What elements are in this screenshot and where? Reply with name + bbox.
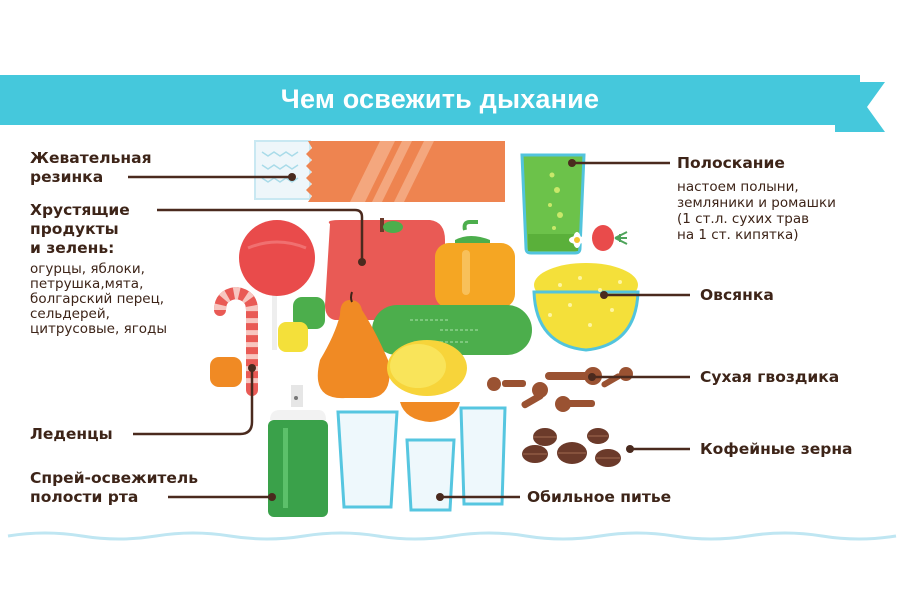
label-cloves: Сухая гвоздика bbox=[700, 368, 840, 386]
lemon-icon bbox=[387, 340, 467, 396]
cloves-icon bbox=[487, 367, 633, 412]
page-title: Чем освежить дыхание bbox=[280, 84, 600, 114]
oatmeal-bowl-icon bbox=[532, 263, 640, 352]
label-crunchy-line2: продукты bbox=[30, 220, 119, 238]
label-coffee: Кофейные зерна bbox=[700, 440, 853, 458]
connector-lines bbox=[128, 161, 690, 499]
spray-bottle-icon bbox=[268, 385, 328, 517]
crunchy-detail: сельдерей, bbox=[30, 306, 110, 322]
green-candy-icon bbox=[293, 297, 325, 329]
crunchy-detail: огурцы, яблоки, bbox=[30, 261, 145, 277]
label-gum-line2: резинка bbox=[30, 168, 104, 186]
label-oatmeal: Овсянка bbox=[700, 286, 774, 304]
candy-cane-icon bbox=[214, 286, 258, 396]
title-banner bbox=[0, 75, 860, 125]
rinse-detail: земляники и ромашки bbox=[677, 195, 836, 211]
coffee-beans-icon bbox=[522, 428, 621, 467]
label-candies: Леденцы bbox=[30, 425, 113, 443]
label-crunchy-line3: и зелень: bbox=[30, 239, 115, 257]
rinse-detail: настоем полыни, bbox=[677, 179, 799, 195]
label-water: Обильное питье bbox=[527, 488, 672, 506]
orange-candy-icon bbox=[210, 357, 242, 387]
label-gum-line1: Жевательная bbox=[30, 149, 152, 167]
lollipop-icon bbox=[239, 220, 315, 350]
pear-icon bbox=[317, 291, 390, 399]
wave-divider bbox=[7, 531, 897, 541]
crunchy-detail: петрушка,мята, bbox=[30, 276, 144, 292]
rinse-detail: (1 ст.л. сухих трав bbox=[677, 211, 810, 227]
label-spray-line1: Спрей-освежитель bbox=[30, 469, 199, 487]
apple-icon bbox=[325, 218, 445, 320]
orange-slice-icon bbox=[400, 402, 460, 422]
chewing-gum-icon bbox=[254, 140, 505, 202]
connector-dots bbox=[248, 159, 634, 501]
herbal-glass-icon bbox=[520, 153, 628, 255]
label-spray-line2: полости рта bbox=[30, 488, 139, 506]
crunchy-detail: цитрусовые, ягоды bbox=[30, 321, 168, 337]
banner-tail-icon bbox=[835, 82, 885, 132]
label-rinse: Полоскание bbox=[677, 154, 785, 172]
crunchy-detail: болгарский перец, bbox=[30, 291, 165, 307]
yellow-candy-icon bbox=[278, 322, 308, 352]
pepper-icon bbox=[435, 220, 515, 308]
label-crunchy-line1: Хрустящие bbox=[30, 201, 130, 219]
water-glasses-icon bbox=[336, 406, 507, 512]
rinse-detail: на 1 ст. кипятка) bbox=[677, 227, 799, 243]
